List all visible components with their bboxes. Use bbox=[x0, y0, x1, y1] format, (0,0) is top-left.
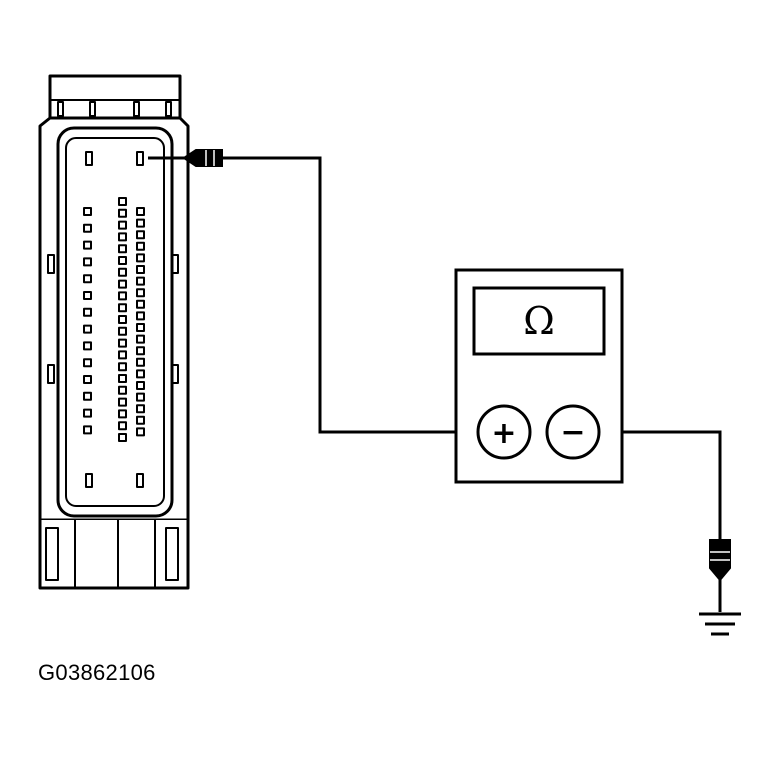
connector-pin bbox=[118, 350, 127, 360]
positive-test-lead-wire bbox=[222, 156, 478, 434]
connector-pin bbox=[118, 409, 127, 419]
connector-pin bbox=[118, 232, 127, 242]
connector-pin bbox=[83, 307, 92, 317]
connector-face-inner bbox=[65, 137, 165, 507]
connector-pin bbox=[136, 253, 145, 263]
connector-pin bbox=[118, 338, 127, 348]
connector-pin bbox=[136, 276, 145, 286]
connector-pin bbox=[85, 151, 93, 166]
connector-pin bbox=[118, 326, 127, 336]
connector-pin bbox=[136, 369, 145, 379]
connector-pin bbox=[118, 385, 127, 395]
connector-pin bbox=[118, 244, 127, 254]
connector-pin bbox=[83, 257, 92, 267]
connector-side-tab bbox=[47, 254, 55, 274]
connector-pin bbox=[83, 240, 92, 250]
negative-terminal: − bbox=[545, 404, 601, 460]
connector-pin bbox=[136, 381, 145, 390]
connector-side-tab bbox=[47, 364, 55, 384]
connector-bottom-latch bbox=[38, 520, 190, 590]
connector-pin bbox=[83, 341, 92, 351]
connector-pin bbox=[136, 311, 145, 321]
connector-pin bbox=[136, 323, 145, 332]
connector-pin bbox=[136, 288, 145, 298]
connector-pin bbox=[118, 421, 127, 431]
connector-top-latch bbox=[48, 74, 182, 118]
connector-pin bbox=[136, 404, 145, 414]
connector-pin bbox=[83, 408, 92, 418]
connector-pin bbox=[118, 291, 127, 301]
connector-pin bbox=[118, 197, 127, 206]
connector-pin bbox=[136, 151, 144, 166]
ground-symbol-icon bbox=[699, 612, 741, 636]
connector-pin bbox=[83, 223, 92, 233]
connector-pin bbox=[136, 415, 145, 425]
connector-pin bbox=[136, 241, 145, 251]
connector-pin bbox=[83, 207, 92, 216]
connector-pin bbox=[118, 220, 127, 230]
connector-pin bbox=[136, 265, 145, 274]
connector-pin bbox=[118, 279, 127, 289]
connector-pin bbox=[136, 392, 145, 402]
connector-pin bbox=[83, 375, 92, 384]
negative-test-lead-wire bbox=[598, 430, 722, 540]
figure-id: G03862106 bbox=[38, 660, 156, 685]
connector-pin bbox=[118, 362, 127, 372]
connector-pin bbox=[136, 357, 145, 367]
test-probe-icon bbox=[182, 149, 223, 167]
connector-pin bbox=[83, 291, 92, 300]
connector-pin bbox=[83, 274, 92, 284]
connector-pin bbox=[83, 358, 92, 368]
connector-pin bbox=[136, 299, 145, 309]
connector-pin bbox=[118, 303, 127, 313]
connector-pin bbox=[118, 315, 127, 324]
connector-pin bbox=[136, 473, 144, 488]
connector-pin bbox=[136, 230, 145, 240]
connector-pin bbox=[118, 267, 127, 277]
negative-terminal-label: − bbox=[560, 415, 585, 450]
connector-pin bbox=[136, 346, 145, 356]
connector-pin bbox=[136, 207, 145, 216]
ohmmeter-display bbox=[472, 286, 606, 356]
ohmmeter: Ω + − bbox=[454, 268, 624, 484]
connector-pin bbox=[83, 425, 92, 435]
ground-probe-icon bbox=[709, 539, 731, 582]
ohmmeter-display-symbol: Ω bbox=[523, 299, 555, 343]
positive-terminal: + bbox=[476, 404, 532, 460]
connector-pin bbox=[83, 324, 92, 334]
positive-terminal-label: + bbox=[491, 416, 516, 451]
connector-pin bbox=[85, 473, 93, 488]
connector-pin bbox=[136, 427, 145, 437]
connector-pin bbox=[136, 334, 145, 344]
connector-pins bbox=[83, 151, 145, 488]
connector-module bbox=[38, 74, 190, 590]
connector-pin bbox=[118, 397, 127, 407]
connector-pin bbox=[118, 374, 127, 383]
connector-pin bbox=[118, 256, 127, 265]
connector-pin bbox=[83, 391, 92, 401]
connector-pin bbox=[118, 433, 127, 442]
connector-pin bbox=[136, 218, 145, 228]
connector-pin bbox=[118, 208, 127, 218]
wiring bbox=[148, 156, 722, 612]
